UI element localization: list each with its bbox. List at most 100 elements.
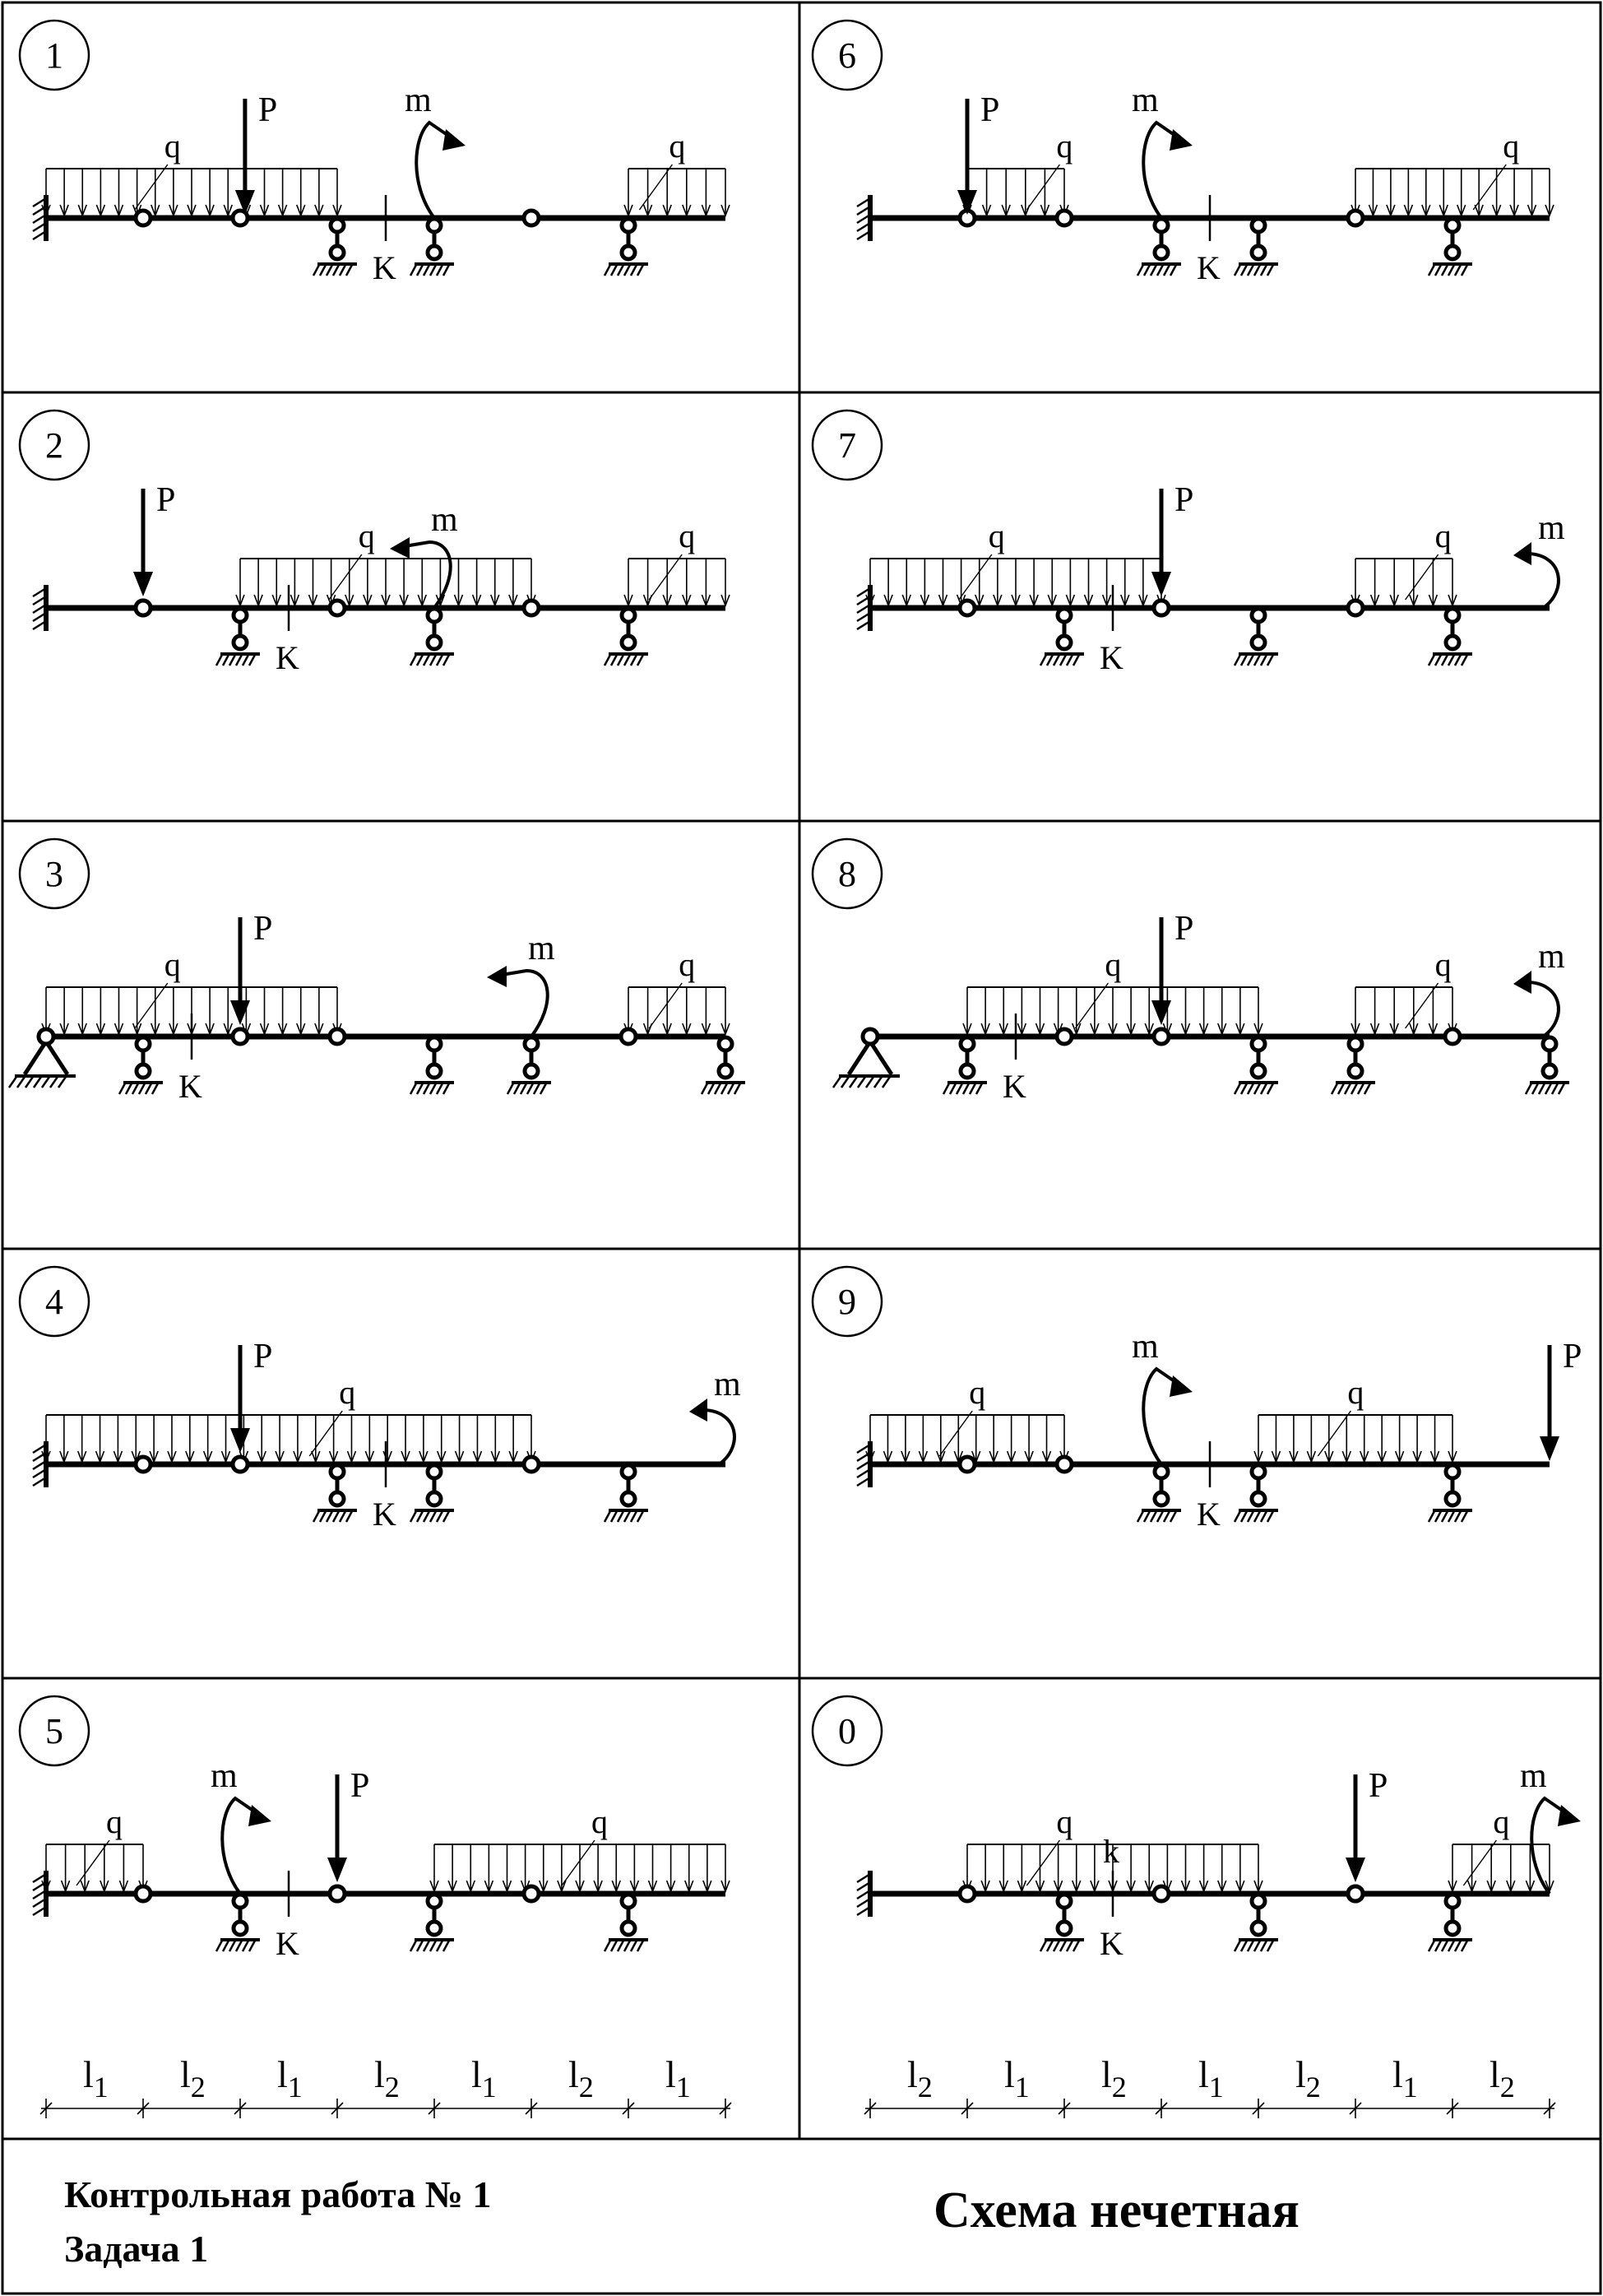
ground-hatch (1253, 1510, 1262, 1523)
wall-hatch (32, 230, 47, 241)
span-label: l2 (568, 2053, 594, 2104)
dimension-slash (1446, 2102, 1459, 2115)
support-bottom-hinge (1055, 1919, 1073, 1937)
beam-hinge (1346, 1884, 1365, 1904)
roller-support (409, 1463, 454, 1523)
wall-hatch (32, 213, 47, 225)
ground-hatch (629, 654, 638, 666)
distributed-load: q (1351, 128, 1554, 218)
roller-support (1233, 216, 1278, 276)
ground-hatch (1246, 654, 1255, 666)
force-P: P (1540, 1338, 1582, 1461)
ground-hatch (1233, 1940, 1242, 1952)
ground-hatch (603, 1510, 612, 1523)
support-bottom-hinge (1249, 1490, 1267, 1508)
distributed-load: q (429, 1803, 730, 1894)
support-top-hinge (1152, 216, 1170, 234)
moment-label-m: m (211, 1757, 238, 1795)
ground-hatch (435, 1083, 444, 1095)
ground-hatch (1253, 654, 1262, 666)
roller-support (603, 216, 648, 276)
support-bottom-hinge (1249, 1919, 1267, 1937)
scheme-number-circle (18, 1265, 90, 1338)
ground-hatch (832, 1076, 842, 1088)
ground-hatch (707, 1083, 716, 1095)
ground-hatch (616, 1940, 625, 1952)
ground-hatch (415, 264, 424, 276)
distributed-load: q (1448, 1803, 1554, 1894)
fixed-support (856, 1441, 873, 1487)
dimension-slash (137, 2102, 150, 2115)
support-top-hinge (619, 1892, 637, 1910)
ground-hatch (345, 1510, 354, 1523)
ground-hatch (409, 1083, 418, 1095)
ground-hatch (49, 1076, 59, 1088)
ground-hatch (1524, 1083, 1533, 1095)
ground-hatch (1266, 1510, 1275, 1523)
support-top-hinge (1443, 606, 1462, 624)
ground-hatch (1246, 264, 1255, 276)
ground-hatch (636, 1510, 645, 1523)
scheme-number-circle (18, 19, 90, 91)
ground-hatch (215, 654, 224, 666)
distributed-load: q (1351, 946, 1457, 1037)
moment-head (689, 1398, 707, 1422)
ground-hatch (1266, 1083, 1275, 1095)
ground-hatch (1246, 1510, 1255, 1523)
moment-label-m: m (1520, 1757, 1547, 1795)
roller-support (1233, 1035, 1278, 1095)
roller-support (1427, 1892, 1472, 1952)
roller-support (409, 606, 454, 666)
ground-hatch (1447, 654, 1456, 666)
roller-support (1330, 1035, 1375, 1095)
load-leader (1472, 164, 1507, 211)
force-head (1151, 1000, 1171, 1025)
ground-hatch (1072, 654, 1081, 666)
force-P: P (133, 481, 175, 618)
ground-hatch (623, 264, 632, 276)
roller-support (942, 1035, 987, 1095)
beam-hinge (327, 1027, 347, 1046)
moment-head (487, 966, 507, 987)
ground-hatch (848, 1076, 859, 1088)
load-leader (1405, 982, 1439, 1029)
ground-hatch (1427, 1940, 1436, 1952)
ground-hatch (241, 654, 250, 666)
ground-hatch (409, 264, 418, 276)
fixed-support (856, 1871, 873, 1917)
section-label: K (178, 1068, 202, 1105)
scheme-number: 5 (45, 1711, 63, 1751)
beam-hinge (230, 1454, 250, 1474)
load-label-q: q (1493, 1803, 1509, 1840)
ground-hatch (864, 1076, 875, 1088)
ground-hatch (1136, 1510, 1145, 1523)
moment-curve (220, 1796, 263, 1895)
force-P: P (1151, 910, 1193, 1046)
ground-hatch (856, 1076, 867, 1088)
ground-hatch (1427, 264, 1436, 276)
ground-hatch (409, 1510, 418, 1523)
roller-support (603, 1463, 648, 1523)
ground-hatch (1544, 1083, 1553, 1095)
roller-support (1136, 216, 1181, 276)
footer-task-number: Задача 1 (64, 2228, 209, 2270)
wall-hatch (32, 587, 47, 598)
ground-hatch (144, 1083, 153, 1095)
scheme-number-circle (811, 19, 883, 91)
ground-hatch (442, 1510, 451, 1523)
fixed-support (32, 195, 49, 241)
moment-head (1513, 971, 1531, 994)
load-leader (938, 1410, 973, 1457)
force-head (1540, 1436, 1559, 1461)
moment-label-m: m (431, 501, 458, 539)
ground-hatch (1233, 264, 1242, 276)
wall-hatch (856, 1897, 871, 1909)
support-top-hinge (425, 1892, 443, 1910)
support-top-hinge (425, 1463, 443, 1481)
ground-hatch (733, 1083, 742, 1095)
beam-hinge (957, 598, 977, 618)
